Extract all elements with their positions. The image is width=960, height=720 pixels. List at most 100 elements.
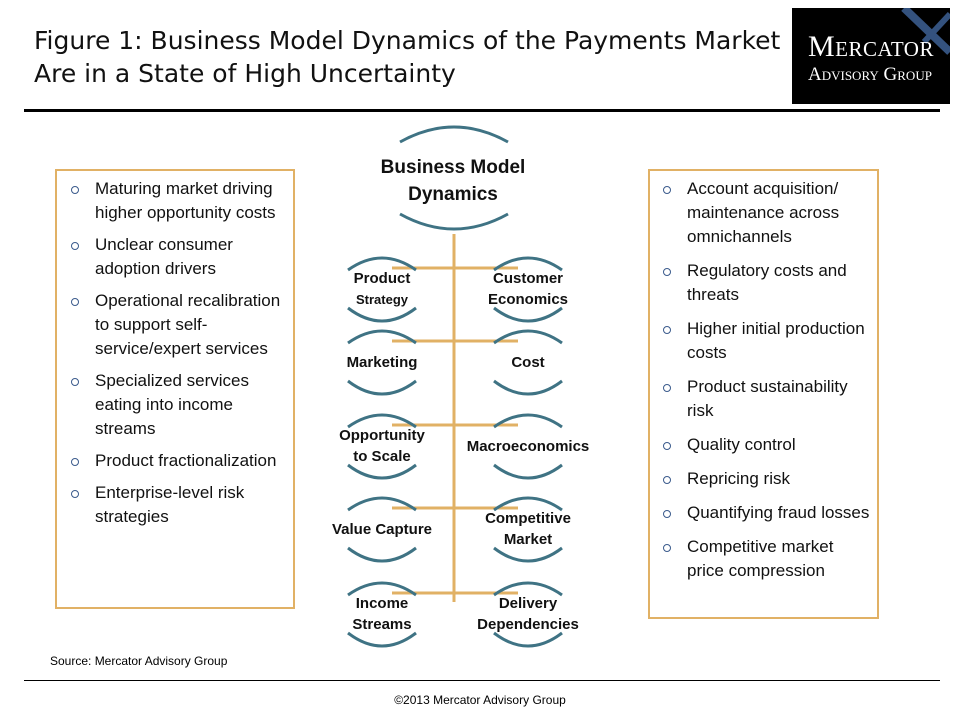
right-list-item: Quantifying fraud losses [663,501,873,525]
diagram-node-left: Value Capture [312,519,452,540]
left-list-item-text: Specialized services eating into income … [95,371,250,438]
diagram-node-left: Marketing [312,352,452,373]
diagram-node-label: Income [355,595,409,612]
right-list-item-text: Quantifying fraud losses [687,503,870,522]
left-node-top-arc [347,413,417,429]
right-list-item: Higher initial production costs [663,317,873,365]
right-node-bottom-arc [493,306,563,323]
left-list-item: Product fractionalization [71,449,289,473]
diagram-node-label: Market [503,531,553,548]
diagram-title-line-1: Business Model [380,157,526,178]
right-list-item: Quality control [663,433,873,457]
diagram-node-label: Opportunity [339,427,425,444]
right-node-top-arc [493,496,563,512]
bullet-circle-icon [71,242,79,250]
bullet-circle-icon [71,378,79,386]
left-list-item-text: Enterprise-level risk strategies [95,483,245,526]
right-list-item: Regulatory costs and threats [663,259,873,307]
diagram-connectors [347,125,563,648]
diagram-node-label: Customer [492,270,563,287]
right-list-item-text: Account acquisition/ maintenance across … [687,179,840,246]
left-list-item: Maturing market driving higher opportuni… [71,177,289,225]
left-node-top-arc [347,496,417,512]
left-list-item: Specialized services eating into income … [71,369,289,441]
right-list-item: Product sustainability risk [663,375,873,423]
left-challenges-list: Maturing market driving higher opportuni… [71,177,289,529]
left-node-top-arc [347,581,417,597]
right-challenges-box: Account acquisition/ maintenance across … [648,169,879,619]
bullet-circle-icon [663,510,671,518]
left-list-item-text: Operational recalibration to support sel… [95,291,281,358]
diagram-node-label: Cost [511,353,545,371]
bullet-circle-icon [663,326,671,334]
bullet-circle-icon [663,186,671,194]
right-node-top-arc [493,581,563,597]
bullet-circle-icon [663,442,671,450]
diagram-node-label: Macroeconomics [466,437,590,455]
right-list-item-text: Competitive market price compression [687,537,834,580]
diagram-node-label: Competitive [485,510,571,527]
left-node-bottom-arc [347,306,417,323]
diagram-node-label: Economics [487,291,569,308]
figure-title-line-1: Figure 1: Business Model Dynamics of the… [34,26,781,55]
right-node-top-arc [493,256,563,272]
left-node-bottom-arc [347,631,417,648]
left-node-bottom-arc [347,379,417,396]
right-node-top-arc [493,329,563,345]
logo-line-1: Mercator [808,30,934,63]
left-node-bottom-arc [347,463,417,480]
title-bottom-arc [399,212,509,231]
bullet-circle-icon [71,458,79,466]
left-node-bottom-arc [347,546,417,563]
bullet-circle-icon [71,186,79,194]
logo-line-2: Advisory Group [808,64,932,85]
left-list-item: Operational recalibration to support sel… [71,289,289,361]
bullet-circle-icon [663,544,671,552]
right-list-item-text: Product sustainability risk [687,377,848,420]
bullet-circle-icon [71,298,79,306]
title-top-arc [399,125,509,144]
right-list-item-text: Regulatory costs and threats [687,261,847,304]
right-node-bottom-arc [493,631,563,648]
left-list-item: Unclear consumer adoption drivers [71,233,289,281]
figure-title-line-2: Are in a State of High Uncertainty [34,59,456,88]
bullet-circle-icon [663,268,671,276]
diagram-node-right: Cost [458,352,598,373]
right-node-bottom-arc [493,379,563,396]
left-node-top-arc [347,329,417,345]
diagram-title: Business Model Dynamics [353,154,553,208]
left-list-item-text: Maturing market driving higher opportuni… [95,179,276,222]
bullet-circle-icon [663,384,671,392]
right-node-bottom-arc [493,546,563,563]
footer-divider [24,680,940,681]
diagram-node-label: Delivery [498,595,558,612]
left-list-item-text: Product fractionalization [95,451,277,470]
copyright-note: ©2013 Mercator Advisory Group [394,693,566,707]
diagram-node-left: Opportunity to Scale [312,425,452,467]
logo-x-mark-icon [901,8,950,55]
right-list-item: Account acquisition/ maintenance across … [663,177,873,249]
source-note: Source: Mercator Advisory Group [50,654,228,668]
diagram-node-label: Dependencies [477,616,579,633]
right-challenges-list: Account acquisition/ maintenance across … [663,177,873,583]
right-list-item: Competitive market price compression [663,535,873,583]
right-list-item-text: Quality control [687,435,796,454]
diagram-node-label: Marketing [346,353,418,371]
title-divider [24,109,940,112]
left-challenges-box: Maturing market driving higher opportuni… [55,169,295,609]
mercator-logo: Mercator Advisory Group [792,8,950,104]
left-node-top-arc [347,256,417,272]
diagram-node-label: Strategy [355,292,409,307]
right-list-item: Repricing risk [663,467,873,491]
diagram-node-label: Streams [352,616,412,633]
diagram-node-label: to Scale [353,448,411,465]
diagram-node-right: Macroeconomics [458,436,598,457]
left-list-item-text: Unclear consumer adoption drivers [95,235,233,278]
right-list-item-text: Repricing risk [687,469,790,488]
right-node-bottom-arc [493,463,563,480]
